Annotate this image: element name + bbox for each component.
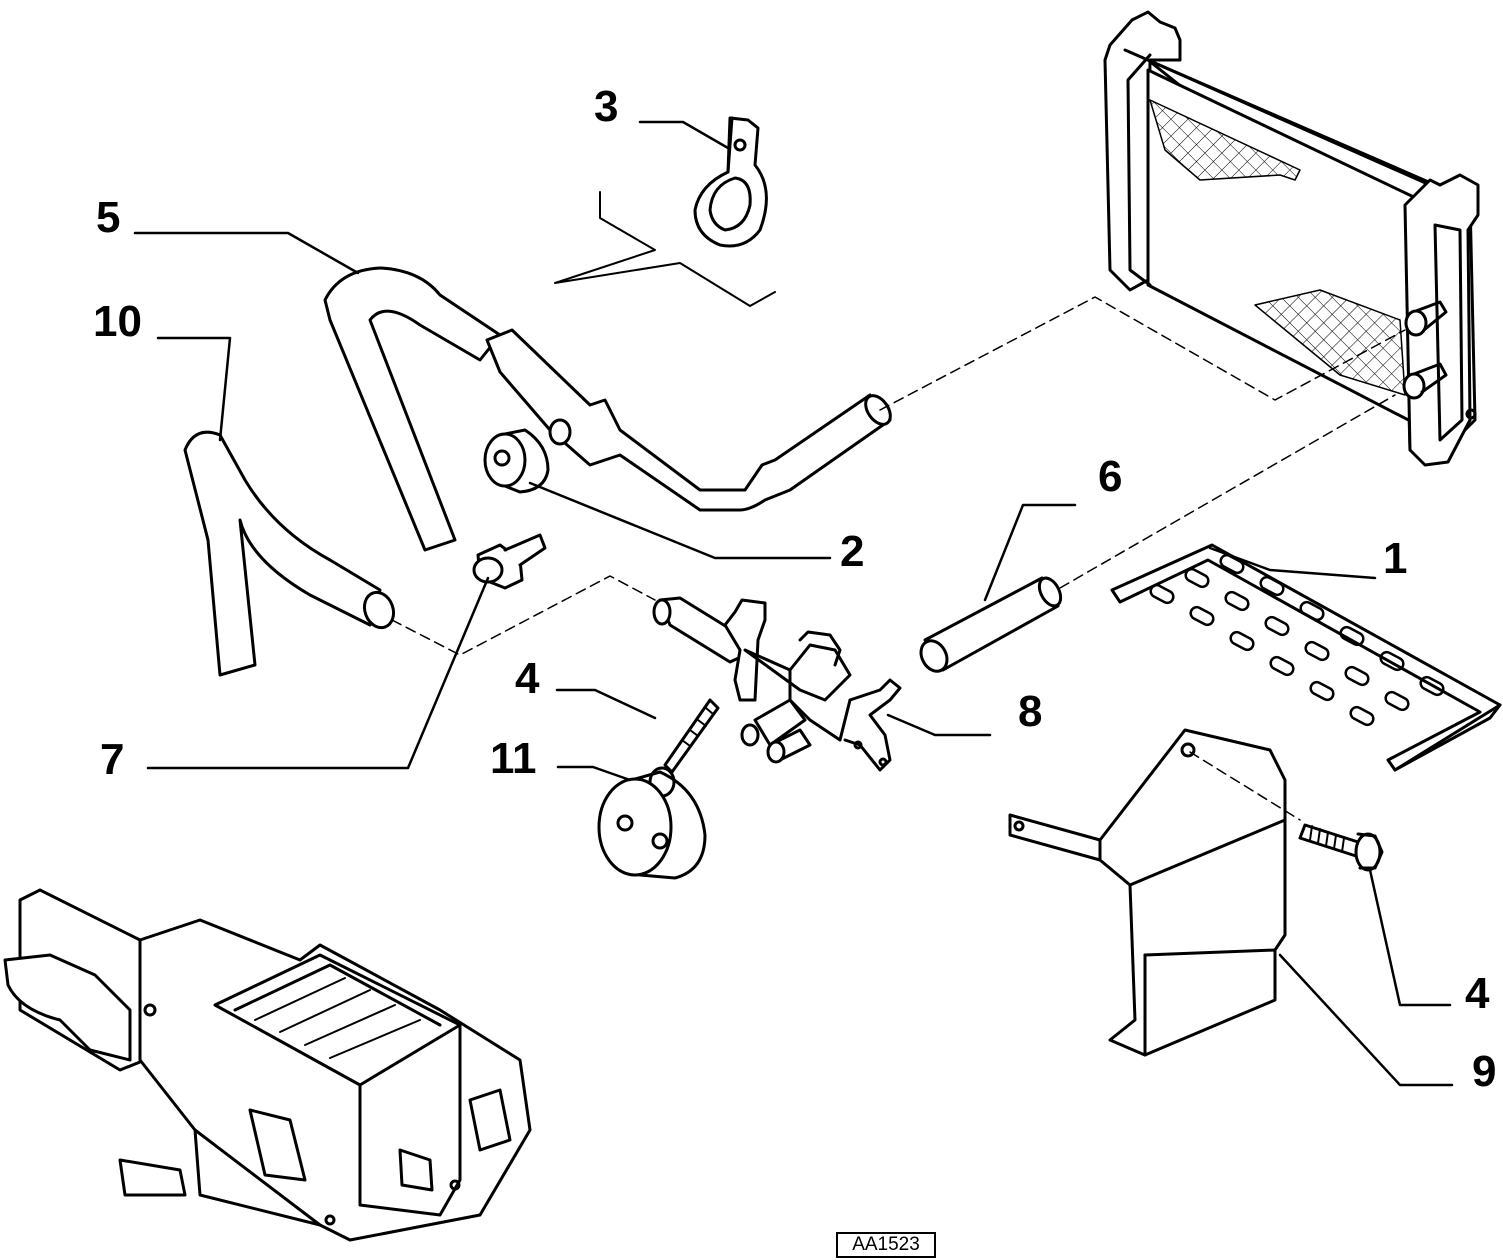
callout-6: 6 (1098, 452, 1123, 501)
part-4-bolt-right (1298, 823, 1384, 872)
dashed-alignment-lines (391, 296, 1406, 821)
callout-3: 3 (594, 82, 619, 131)
reference-code-label: AA1523 (836, 1232, 936, 1258)
part-10-hose (183, 430, 396, 677)
part-9-bracket-shield (1008, 728, 1287, 1057)
part-4-bolt-middle (648, 698, 720, 798)
callout-1: 1 (1383, 534, 1408, 583)
part-2-sleeve (483, 428, 550, 494)
callout-2: 2 (840, 527, 865, 576)
callout-4-right: 4 (1465, 969, 1490, 1018)
leader-lines (133, 120, 1454, 1087)
heater-box-assembly (3, 888, 532, 1242)
callout-4-middle: 4 (515, 654, 540, 703)
part-7-bleeder-screw (472, 533, 547, 590)
heater-core-radiator (1103, 10, 1480, 467)
callout-7: 7 (100, 735, 125, 784)
callout-5: 5 (96, 193, 121, 242)
part-11-grommet (597, 770, 707, 880)
callout-11: 11 (490, 734, 537, 783)
callout-9: 9 (1472, 1047, 1497, 1096)
part-5-hose-assembly (323, 266, 892, 552)
part-3-clip (554, 116, 776, 307)
callout-8: 8 (1018, 687, 1043, 736)
part-1-grille-tray (1110, 543, 1502, 772)
part-6-straight-hose (919, 576, 1063, 673)
part-8-water-valve (652, 596, 902, 772)
callout-10: 10 (93, 297, 142, 346)
